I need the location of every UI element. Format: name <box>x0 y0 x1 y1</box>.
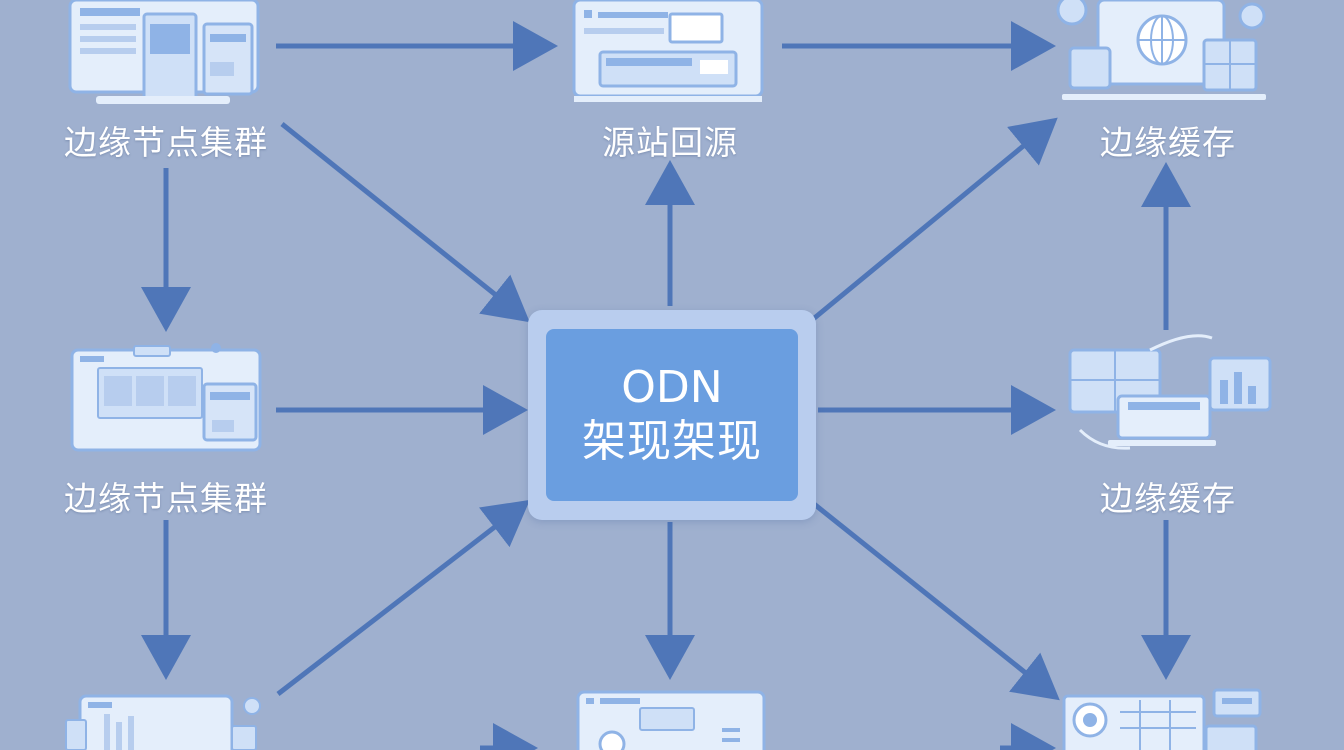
source-server-icon <box>572 0 764 102</box>
arrows <box>141 21 1191 750</box>
node-label-origin-fetch: 源站回源 <box>602 123 738 162</box>
arrow-edge1-to-center <box>280 122 530 323</box>
node-label-edge-cache-middle: 边缘缓存 <box>1100 479 1236 518</box>
database-cache-icon <box>1068 334 1272 450</box>
node-label-edge-cluster-top: 边缘节点集群 <box>64 123 268 162</box>
arrow-center-to-cache1 <box>810 117 1058 322</box>
analytics-dashboard-icon <box>65 694 261 750</box>
target-dashboard-icon <box>1062 688 1262 750</box>
node-label-edge-cluster-middle: 边缘节点集群 <box>64 479 268 518</box>
arrow-edge3-to-center <box>276 499 530 696</box>
arrow-center-to-bottom-right <box>812 502 1060 701</box>
dashboard-cluster-icon <box>70 343 262 452</box>
node-label-edge-cache-top: 边缘缓存 <box>1100 123 1236 162</box>
odn-center-node: ODN 架现架现 <box>528 310 816 520</box>
web-server-rack-icon <box>68 0 260 104</box>
odn-center-inner: ODN 架现架现 <box>546 329 798 501</box>
center-title: ODN <box>621 362 723 413</box>
center-subtitle: 架现架现 <box>582 416 762 467</box>
globe-cache-icon <box>1056 0 1266 100</box>
monitor-window-icon <box>576 690 766 750</box>
